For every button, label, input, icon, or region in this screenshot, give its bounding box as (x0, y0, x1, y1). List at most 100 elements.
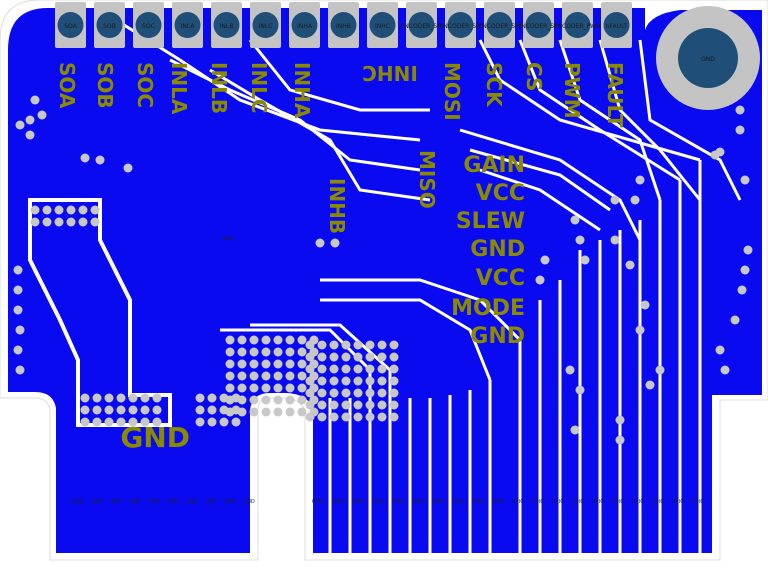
via (389, 340, 399, 350)
via (353, 364, 363, 374)
via (635, 325, 645, 335)
via (273, 335, 283, 345)
via (30, 95, 40, 105)
via (249, 407, 259, 417)
via (737, 285, 747, 295)
via (123, 163, 133, 173)
via (317, 340, 327, 350)
silk-top-inha: INHA (290, 62, 314, 119)
header-pad-label: INLA (181, 23, 196, 30)
via (389, 388, 399, 398)
header-pad-sck: ENCODER_SPI (440, 2, 482, 48)
via (249, 383, 259, 393)
trace-bundle-right (99, 8, 742, 553)
via (273, 407, 283, 417)
via (365, 412, 375, 422)
edge-finger-label: GPIO (532, 499, 544, 505)
via (305, 376, 315, 386)
via (78, 205, 88, 215)
via (140, 405, 150, 415)
via (575, 385, 585, 395)
via (305, 364, 315, 374)
via (341, 364, 351, 374)
via (389, 352, 399, 362)
via (237, 335, 247, 345)
via (610, 235, 620, 245)
via (377, 400, 387, 410)
edge-finger-label: GPIO (592, 499, 604, 505)
via (237, 347, 247, 357)
via (317, 364, 327, 374)
via (116, 417, 126, 427)
via (92, 417, 102, 427)
via (30, 217, 40, 227)
via-field (13, 95, 753, 445)
via (80, 417, 90, 427)
mounting-hole: GND (656, 6, 760, 110)
silk-right-gnd: GND (470, 324, 525, 349)
via (30, 205, 40, 215)
edge-finger-label: GND (224, 499, 236, 505)
via (152, 405, 162, 415)
via (285, 347, 295, 357)
via (341, 352, 351, 362)
silk-top-soa: SOA (55, 62, 79, 109)
via (42, 205, 52, 215)
header-pad-label: ENCODER_SPI (440, 23, 482, 30)
via (365, 364, 375, 374)
via (615, 415, 625, 425)
via (273, 383, 283, 393)
edge-finger-label: GPIO (552, 499, 564, 505)
via (535, 275, 545, 285)
via (285, 383, 295, 393)
via (140, 393, 150, 403)
via (25, 130, 35, 140)
via (92, 405, 102, 415)
via (37, 110, 47, 120)
via (640, 300, 650, 310)
via (341, 412, 351, 422)
header-pad-inhc: INHC (367, 2, 398, 48)
header-pad-label: ENCODER_PWM (554, 23, 602, 30)
via (630, 195, 640, 205)
via (341, 340, 351, 350)
silk-right-vcc: VCC (476, 266, 525, 291)
edge-finger-label: GPIO (332, 499, 344, 505)
via (231, 393, 241, 403)
silk-miso: MISO (415, 150, 439, 209)
header-pad-inhb: INHB (328, 2, 359, 48)
via (13, 345, 23, 355)
via (377, 376, 387, 386)
via (13, 305, 23, 315)
via (261, 335, 271, 345)
edge-finger-label: GPIO (692, 499, 704, 505)
via (128, 393, 138, 403)
via (740, 265, 750, 275)
via (128, 405, 138, 415)
via (116, 393, 126, 403)
via (305, 400, 315, 410)
header-pad-sob: SOB (94, 2, 125, 48)
header-pad-inlc: INLC (250, 2, 281, 48)
via (317, 412, 327, 422)
via (297, 395, 307, 405)
via (645, 380, 655, 390)
edge-finger-label: GND (129, 499, 141, 505)
edge-finger-label: GPIO (352, 499, 364, 505)
edge-finger-label: GND (110, 499, 122, 505)
via (315, 238, 325, 248)
via (365, 376, 375, 386)
via (195, 417, 205, 427)
via (365, 340, 375, 350)
via (261, 371, 271, 381)
via (261, 347, 271, 357)
via (655, 365, 665, 375)
via (285, 335, 295, 345)
header-pad-inha: INHA (289, 2, 320, 48)
via (219, 405, 229, 415)
via (353, 376, 363, 386)
via (297, 335, 307, 345)
via (225, 347, 235, 357)
